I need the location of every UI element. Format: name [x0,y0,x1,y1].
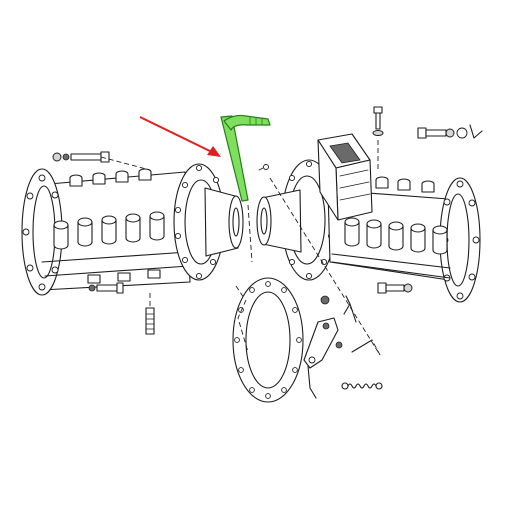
right-side-bolt-icon [417,124,483,139]
left-hub-flange-icon [173,163,244,281]
assembly-guide-lines [100,140,381,356]
return-spring-icon [341,382,383,390]
cotter-pin-icon [258,164,269,171]
left-hub-flange-bolt-holes [174,164,220,280]
left-upper-bosses [69,168,152,187]
left-top-bolt-icon [52,151,110,163]
left-axle-housing-icon [21,168,191,296]
left-bottom-bolt-icon [88,282,124,294]
left-drain-stud-icon [145,293,155,335]
right-top-bolt-icon [372,106,384,136]
pointer-arrow-icon [139,116,221,157]
right-bottom-bolt-icon [377,282,413,294]
left-lower-bosses [53,211,165,250]
right-upper-bosses [375,176,435,193]
gasket-bolt-holes [234,281,302,399]
brake-lever-rod-icon [220,114,271,202]
brake-cam-housing-icon [317,133,373,221]
gasket-ring-icon [232,277,304,403]
brake-linkage-icon [303,295,373,399]
right-lower-bosses [344,217,448,255]
